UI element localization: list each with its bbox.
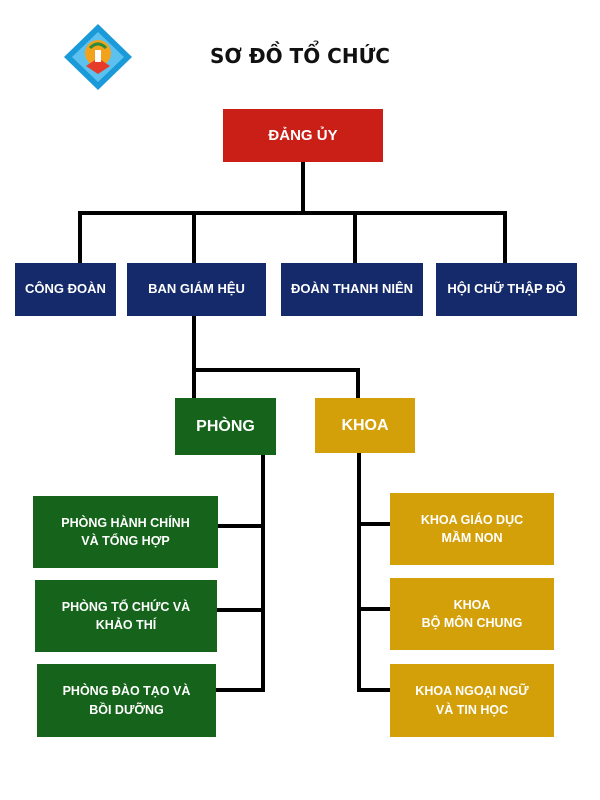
node-cong-doan: CÔNG ĐOÀN	[15, 263, 116, 316]
node-label-line1: PHÒNG TỔ CHỨC VÀ	[61, 599, 191, 614]
node-ban-giam-hieu: BAN GIÁM HỆU	[127, 263, 266, 316]
node-label-line1: PHÒNG HÀNH CHÍNH	[61, 515, 190, 530]
node-label: ĐẢNG ỦY	[268, 126, 338, 144]
node-label-line2: BỘ MÔN CHUNG	[421, 616, 523, 630]
node-label: KHOA	[341, 416, 389, 434]
node-khoa-bo-mon-chung: KHOA BỘ MÔN CHUNG	[390, 578, 554, 650]
node-doan-thanh-nien: ĐOÀN THANH NIÊN	[281, 263, 423, 316]
node-khoa-giao-duc-mam-non: KHOA GIÁO DỤC MẦM NON	[390, 493, 554, 565]
node-phong-dao-tao: PHÒNG ĐÀO TẠO VÀ BỒI DƯỠNG	[37, 664, 216, 737]
node-phong-to-chuc: PHÒNG TỔ CHỨC VÀ KHẢO THÍ	[35, 580, 217, 652]
node-label-line2: KHẢO THÍ	[95, 618, 157, 632]
node-phong-hanh-chinh: PHÒNG HÀNH CHÍNH VÀ TỔNG HỢP	[33, 496, 218, 568]
node-label-line1: KHOA	[453, 597, 491, 612]
page-title: SƠ ĐỒ TỔ CHỨC	[210, 44, 390, 68]
node-label-line1: KHOA NGOẠI NGỮ	[415, 684, 529, 699]
node-label: HỘI CHỮ THẬP ĐỎ	[447, 281, 566, 297]
node-label: PHÒNG	[196, 417, 255, 435]
node-hoi-chu-thap-do: HỘI CHỮ THẬP ĐỎ	[436, 263, 577, 316]
node-label-line2: VÀ TIN HỌC	[435, 702, 509, 717]
node-label-line1: KHOA GIÁO DỤC	[420, 512, 524, 527]
node-phong: PHÒNG	[175, 398, 276, 455]
node-label-line2: VÀ TỔNG HỢP	[81, 534, 170, 548]
node-khoa-ngoai-ngu: KHOA NGOẠI NGỮ VÀ TIN HỌC	[390, 664, 554, 737]
school-emblem-icon	[64, 24, 132, 90]
node-label: CÔNG ĐOÀN	[25, 281, 106, 297]
node-dang-uy: ĐẢNG ỦY	[223, 109, 383, 162]
node-label-line2: MẦM NON	[441, 531, 503, 545]
node-label: BAN GIÁM HỆU	[148, 281, 245, 297]
node-label-line1: PHÒNG ĐÀO TẠO VÀ	[62, 684, 191, 699]
node-label: ĐOÀN THANH NIÊN	[290, 281, 414, 297]
node-label-line2: BỒI DƯỠNG	[89, 702, 164, 717]
node-khoa: KHOA	[315, 398, 415, 453]
